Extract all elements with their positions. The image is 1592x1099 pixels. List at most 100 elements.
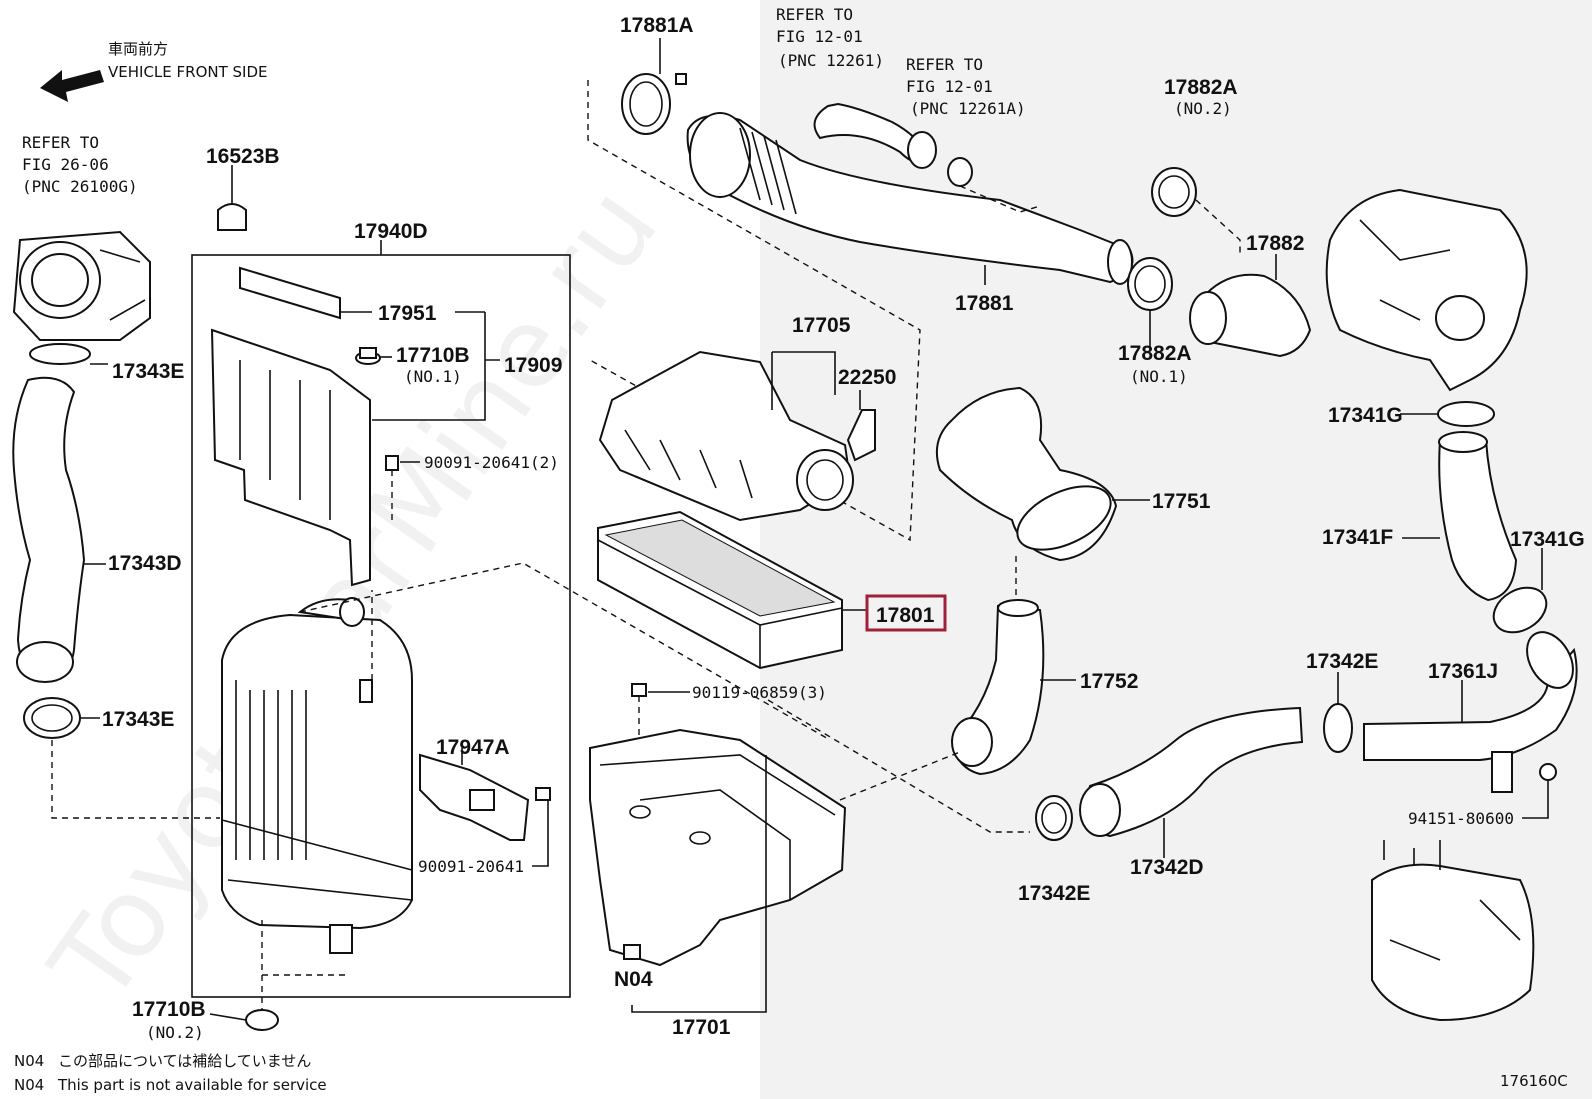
- clamp-17341g-right: [1492, 586, 1548, 634]
- throttle-body: [12, 230, 151, 341]
- intercooler-bracket: [210, 328, 371, 587]
- intake-duct-17881: [686, 112, 1134, 285]
- highlight-17801: [865, 594, 947, 632]
- bolt-90091-top: [385, 455, 399, 520]
- label-17342d: 17342D: [1130, 856, 1204, 879]
- clip-12261a: [947, 157, 973, 187]
- label-17881a: 17881A: [620, 14, 694, 37]
- refer-12b-line2: FIG 12-01: [906, 77, 993, 96]
- refer-12b-line3: (PNC 12261A): [910, 99, 1026, 118]
- leader-17909: [372, 311, 500, 421]
- label-17881: 17881: [955, 292, 1014, 315]
- dash-case-outlet: [767, 699, 1030, 833]
- clamp-17342e-bottom: [1035, 795, 1073, 841]
- vehicle-front-arrow-icon: [40, 70, 104, 102]
- leader-17710b-bottom: [209, 1013, 247, 1021]
- air-cleaner-cap-17705: [598, 350, 854, 522]
- label-17341g-right: 17341G: [1510, 528, 1585, 551]
- dash-17710b-bottom: [261, 920, 350, 1010]
- hose-17882: [1189, 273, 1312, 358]
- clamp-17341g-top: [1437, 401, 1495, 427]
- label-17361j: 17361J: [1428, 660, 1498, 683]
- label-90119: 90119-06859(3): [692, 683, 827, 702]
- note2-text: This part is not available for service: [57, 1076, 327, 1094]
- label-17701: 17701: [672, 1016, 731, 1039]
- clip-22250: [846, 409, 876, 462]
- intercooler: [221, 597, 413, 954]
- label-16523b: 16523B: [206, 145, 280, 168]
- label-17951: 17951: [378, 302, 437, 325]
- label-17801: 17801: [876, 604, 935, 627]
- clamp-17882a-mid: [1127, 257, 1173, 311]
- label-17341f: 17341F: [1322, 526, 1393, 549]
- turbocharger: [1325, 188, 1528, 392]
- label-17341g-top: 17341G: [1328, 404, 1403, 427]
- label-17882a-top-sub: (NO.2): [1174, 99, 1232, 118]
- label-17710b-bottom: 17710B: [132, 998, 206, 1021]
- label-17343d: 17343D: [108, 552, 182, 575]
- label-17882a-mid-sub: (NO.1): [1130, 367, 1188, 386]
- note1-code: N04: [14, 1052, 44, 1070]
- figure-id: 176160C: [1500, 1072, 1568, 1090]
- label-22250: 22250: [838, 366, 896, 389]
- label-17882: 17882: [1246, 232, 1304, 255]
- clamp-17342e-top: [1323, 703, 1353, 753]
- air-filter-element-17801: [597, 510, 843, 670]
- leader-90091-bottom: [532, 800, 549, 867]
- pipe-17361j: [1363, 631, 1578, 793]
- clip-16523b: [217, 203, 247, 231]
- note2-code: N04: [14, 1076, 44, 1094]
- leader-17701: [631, 755, 767, 1013]
- dash-left-hose: [51, 740, 220, 819]
- hose-17343d: [12, 376, 86, 683]
- hose-clamp-17343e-bottom: [23, 697, 81, 739]
- vehicle-front-jp: 車両前方: [108, 40, 168, 58]
- note1-text: この部品については補給していません: [58, 1052, 311, 1070]
- hose-clamp-17343e-top: [29, 343, 91, 365]
- refer-12a-line1: REFER TO: [776, 5, 853, 24]
- bolt-90091-bottom: [535, 787, 551, 801]
- seal-17951: [239, 266, 341, 320]
- hose-12261: [813, 102, 937, 169]
- label-17342e-top: 17342E: [1306, 650, 1378, 673]
- refer-12a-line3: (PNC 12261): [778, 51, 884, 70]
- label-17882a-top: 17882A: [1164, 76, 1238, 99]
- dash-clip: [959, 185, 1041, 213]
- refer-26-line3: (PNC 26100G): [22, 177, 138, 196]
- label-94151: 94151-80600: [1408, 809, 1514, 828]
- label-17947a: 17947A: [436, 736, 510, 759]
- label-17705: 17705: [792, 314, 851, 337]
- label-17940d: 17940D: [354, 220, 428, 243]
- bracket-17947a: [419, 753, 530, 841]
- refer-26-line2: FIG 26-06: [22, 155, 109, 174]
- label-n04: N04: [614, 968, 653, 991]
- leader-94151: [1522, 780, 1549, 819]
- clamp-17882a-top: [1151, 167, 1197, 217]
- bolt-90119: [631, 683, 647, 760]
- label-17882a-mid: 17882A: [1118, 342, 1192, 365]
- label-17752: 17752: [1080, 670, 1138, 693]
- air-duct-17751: [936, 386, 1118, 562]
- leader-17705: [771, 351, 836, 410]
- label-17909: 17909: [504, 354, 562, 377]
- dash-intercooler: [299, 562, 831, 741]
- dash-17882a: [1195, 199, 1241, 255]
- grommet-17710b-bottom: [245, 1009, 279, 1031]
- label-17342e-bottom: 17342E: [1018, 882, 1090, 905]
- hose-17342d: [1079, 706, 1304, 838]
- grommet-n04: [623, 944, 641, 960]
- refer-12b-line1: REFER TO: [906, 55, 983, 74]
- label-17710b-top: 17710B: [396, 344, 470, 367]
- nut-94151: [1539, 763, 1557, 781]
- label-90091-top: 90091-20641(2): [424, 453, 559, 472]
- vehicle-front-en: VEHICLE FRONT SIDE: [108, 63, 268, 81]
- engine-component: [1371, 840, 1535, 1022]
- label-17343e-bottom: 17343E: [102, 708, 174, 731]
- label-17710b-bottom-sub: (NO.2): [146, 1023, 204, 1042]
- label-90091-bottom: 90091-20641: [418, 857, 524, 876]
- refer-12a-line2: FIG 12-01: [776, 27, 863, 46]
- clamp-17881a: [621, 73, 687, 135]
- grommet-17710b-top: [355, 347, 381, 365]
